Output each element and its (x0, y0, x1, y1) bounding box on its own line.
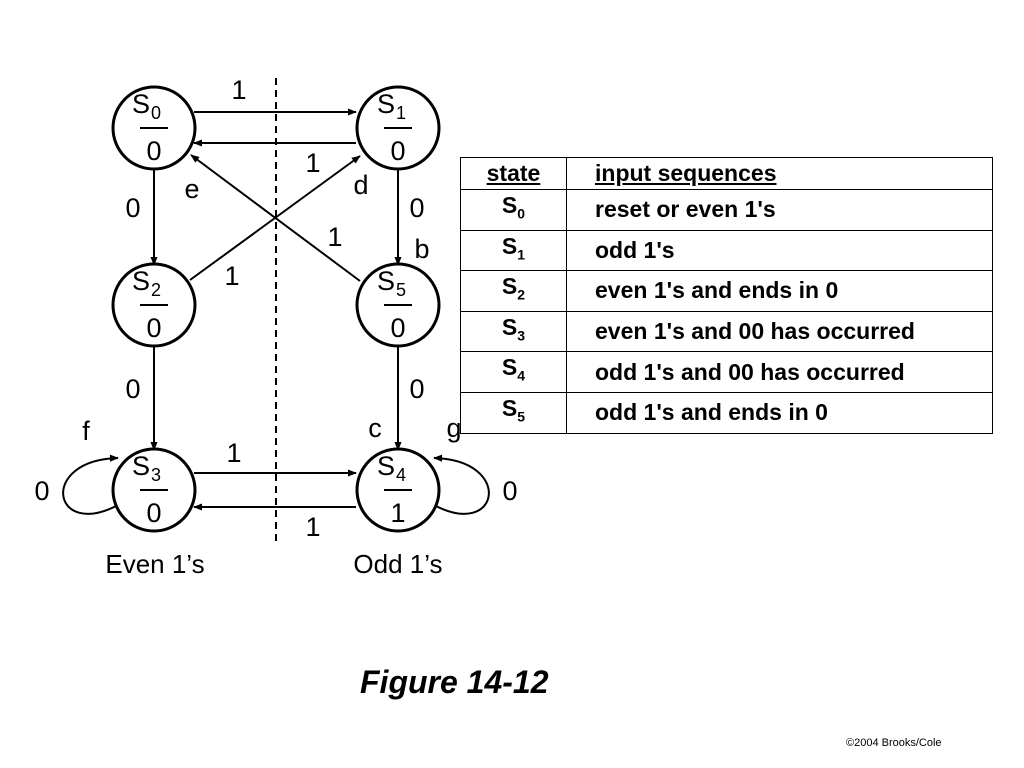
state-s1-output: 0 (390, 136, 405, 166)
state-s3-index: 3 (151, 465, 161, 485)
edge-label-s5-s4: 0 (409, 374, 424, 404)
state-s3-letter: S (132, 451, 150, 481)
state-s3-output: 0 (146, 498, 161, 528)
header-state: state (460, 157, 567, 190)
table-row: S2 even 1's and ends in 0 (460, 270, 993, 312)
state-s0-letter: S (132, 89, 150, 119)
tag-e: e (184, 174, 199, 204)
table-cell-description: odd 1's and 00 has occurred (566, 351, 993, 393)
table-row: S4 odd 1's and 00 has occurred (460, 351, 993, 393)
state-s5-letter: S (377, 266, 395, 296)
edge-label-s0-s1: 1 (231, 75, 246, 105)
state-table: state input sequences S0 reset or even 1… (460, 157, 993, 434)
edge-label-s4-loop: 0 (502, 476, 517, 506)
edge-label-s1-s0: 1 (305, 148, 320, 178)
state-s4-output: 1 (390, 498, 405, 528)
state-s4-index: 4 (396, 465, 406, 485)
table-cell-description: even 1's and ends in 0 (566, 270, 993, 312)
transition-s3-self-loop (62, 454, 119, 515)
group-label-odd: Odd 1’s (353, 549, 442, 579)
table-cell-description: odd 1's and ends in 0 (566, 391, 993, 434)
table-cell-description: even 1's and 00 has occurred (566, 310, 993, 353)
table-cell-state: S3 (460, 310, 567, 353)
edge-label-s3-loop: 0 (34, 476, 49, 506)
copyright-notice: ©2004 Brooks/Cole (846, 737, 942, 749)
table-cell-state: S1 (460, 229, 567, 272)
table-row: S0 reset or even 1's (460, 189, 993, 231)
state-s5-index: 5 (396, 280, 406, 300)
table-cell-state: S4 (460, 351, 567, 393)
table-row: S5 odd 1's and ends in 0 (460, 391, 993, 434)
transition-s5-s0 (190, 154, 361, 282)
state-s1-index: 1 (396, 103, 406, 123)
edge-label-s2-s3: 0 (125, 374, 140, 404)
state-s4: S 4 1 (355, 447, 441, 533)
table-row: S3 even 1's and 00 has occurred (460, 310, 993, 353)
tag-b: b (414, 234, 429, 264)
group-label-even: Even 1’s (105, 549, 204, 579)
edge-label-s1-s5: 0 (409, 193, 424, 223)
edge-label-s2-s1: 1 (224, 261, 239, 291)
header-input-sequences: input sequences (566, 157, 993, 190)
edge-label-s3-s4: 1 (226, 438, 241, 468)
edge-label-s0-s2: 0 (125, 193, 140, 223)
state-s2-index: 2 (151, 280, 161, 300)
transition-s4-self-loop (433, 454, 490, 515)
tag-f: f (82, 416, 90, 446)
state-s0: S 0 0 (111, 85, 197, 171)
figure-caption: Figure 14-12 (360, 664, 549, 700)
state-s2-letter: S (132, 266, 150, 296)
state-s1: S 1 0 (355, 85, 441, 171)
table-cell-state: S0 (460, 189, 567, 231)
state-s3: S 3 0 (111, 447, 197, 533)
state-s1-letter: S (377, 89, 395, 119)
table-header-row: state input sequences (460, 157, 993, 190)
state-s5: S 5 0 (355, 262, 441, 348)
state-s2-output: 0 (146, 313, 161, 343)
state-s4-letter: S (377, 451, 395, 481)
tag-g: g (446, 413, 461, 443)
table-row: S1 odd 1's (460, 229, 993, 272)
state-s0-output: 0 (146, 136, 161, 166)
tag-c: c (368, 413, 382, 443)
edge-label-s5-s0: 1 (327, 222, 342, 252)
state-s0-index: 0 (151, 103, 161, 123)
tag-d: d (353, 170, 368, 200)
table-cell-state: S5 (460, 391, 567, 434)
table-cell-description: reset or even 1's (566, 189, 993, 231)
state-s5-output: 0 (390, 313, 405, 343)
state-s2: S 2 0 (111, 262, 197, 348)
edge-label-s4-s3: 1 (305, 512, 320, 542)
table-cell-state: S2 (460, 270, 567, 312)
table-cell-description: odd 1's (566, 229, 993, 272)
